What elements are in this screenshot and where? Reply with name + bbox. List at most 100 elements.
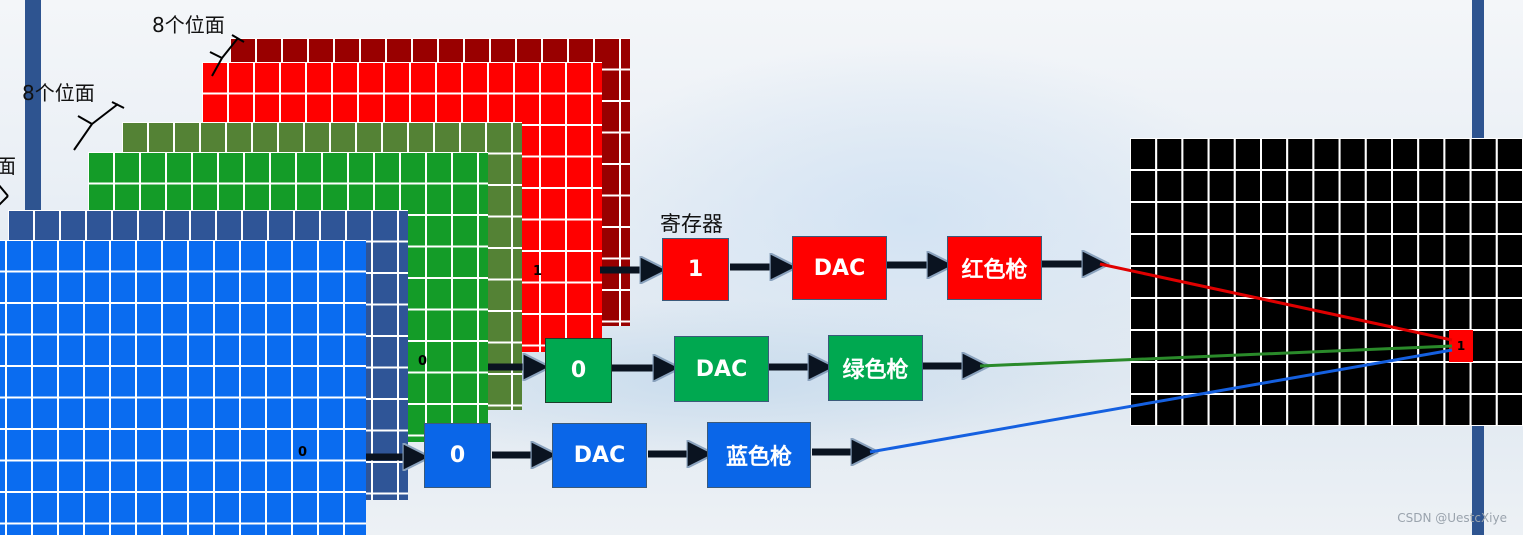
grid-cell: [1312, 361, 1341, 395]
grid-cell: [1338, 201, 1367, 235]
grid-cell: [371, 461, 399, 495]
grid-cell: [1312, 169, 1341, 203]
grid-cell: [619, 289, 630, 323]
grid-cell: [0, 522, 7, 535]
grid-cell: [619, 100, 630, 134]
grid-cell: [1207, 361, 1236, 395]
grid-cell: [511, 152, 522, 186]
grid-cell: [187, 522, 215, 535]
grid-cell: [451, 308, 479, 342]
grid-cell: [513, 344, 541, 352]
grid-cell: [511, 122, 522, 155]
grid-cell: [1391, 297, 1420, 331]
grid-cell: [591, 124, 602, 158]
brace-red: [209, 34, 245, 77]
grid-cell: [425, 245, 453, 279]
grid-cell: [317, 522, 345, 535]
grid-cell: [1207, 201, 1236, 235]
grid-cell: [383, 92, 411, 126]
grid-cell: [265, 270, 293, 304]
grid-cell: [477, 277, 488, 311]
gun-green: 绿色枪: [828, 335, 923, 401]
grid-cell: [265, 396, 293, 430]
register-red: 1: [662, 238, 729, 301]
blue-channel-arrows: [366, 348, 1453, 457]
grid-cell: [83, 522, 111, 535]
grid-cell: [409, 62, 437, 95]
red-channel-arrows: [600, 264, 1453, 342]
beam-green: [979, 344, 1453, 368]
brace-blue: [0, 184, 9, 206]
grid-cell: [591, 218, 602, 252]
grid-cell: [83, 459, 111, 493]
grid-cell: [213, 459, 241, 493]
grid-cell: [83, 428, 111, 462]
grid-cell: [511, 310, 522, 344]
grid-cell: [57, 365, 85, 399]
grid-cell: [477, 340, 488, 374]
grid-cell: [1312, 265, 1341, 299]
grid-cell: [451, 214, 479, 248]
grid-cell: [1155, 361, 1184, 395]
grid-cell: [109, 396, 137, 430]
blue-plane-cell-value: 0: [298, 445, 308, 460]
grid-cell: [1469, 265, 1498, 299]
grid-cell: [1417, 361, 1446, 395]
grid-cell: [1364, 361, 1394, 395]
grid-cell: [83, 491, 111, 525]
grid-cell: [239, 522, 267, 535]
grid-cell: [239, 365, 267, 399]
grid-cell: [1338, 393, 1367, 426]
gun-red: 红色枪: [947, 236, 1042, 300]
watermark: CSDN @UestcXiye: [1397, 511, 1507, 525]
grid-cell: [5, 302, 33, 336]
grid-cell: [57, 240, 85, 273]
grid-cell: [239, 302, 267, 336]
grid-cell: [397, 335, 408, 369]
grid-cell: [57, 522, 85, 535]
grid-cell: [345, 210, 373, 243]
grid-cell: [291, 522, 319, 535]
grid-cell: [591, 62, 602, 95]
brace-green: [73, 101, 125, 151]
grid-cell: [1469, 169, 1498, 203]
grid-cell: [1364, 201, 1394, 235]
grid-cell: [371, 492, 399, 500]
grid-cell: [511, 404, 522, 410]
grid-cell: [109, 428, 137, 462]
red-plane-cell-value: 1: [533, 264, 543, 279]
grid-cell: [409, 92, 437, 126]
grid-cell: [485, 373, 513, 407]
grid-cell: [487, 92, 515, 126]
grid-cell: [213, 270, 241, 304]
grid-cell: [135, 270, 163, 304]
grid-cell: [451, 277, 479, 311]
register-label: 寄存器: [660, 212, 723, 236]
grid-cell: [511, 247, 522, 281]
grid-cell: [565, 124, 593, 158]
grid-cell: [135, 491, 163, 525]
grid-cell: [511, 215, 522, 249]
grid-cell: [83, 396, 111, 430]
grid-cell: [317, 428, 345, 462]
grid-cell: [213, 333, 241, 367]
grid-cell: [291, 302, 319, 336]
grid-cell: [213, 522, 241, 535]
grid-cell: [291, 240, 319, 273]
grid-cell: [477, 152, 488, 185]
grid-cell: [265, 333, 293, 367]
grid-cell: [383, 62, 411, 95]
grid-cell: [1469, 201, 1498, 235]
grid-cell: [343, 522, 366, 535]
grid-cell: [5, 459, 33, 493]
grid-cell: [371, 366, 399, 400]
grid-cell: [265, 302, 293, 336]
grid-cell: [331, 92, 359, 126]
grid-cell: [619, 163, 630, 197]
green-plane-cell-value: 0: [418, 354, 428, 369]
blue-plane-front-grid: [0, 240, 366, 535]
grid-cell: [31, 428, 59, 462]
grid-cell: [485, 404, 513, 410]
